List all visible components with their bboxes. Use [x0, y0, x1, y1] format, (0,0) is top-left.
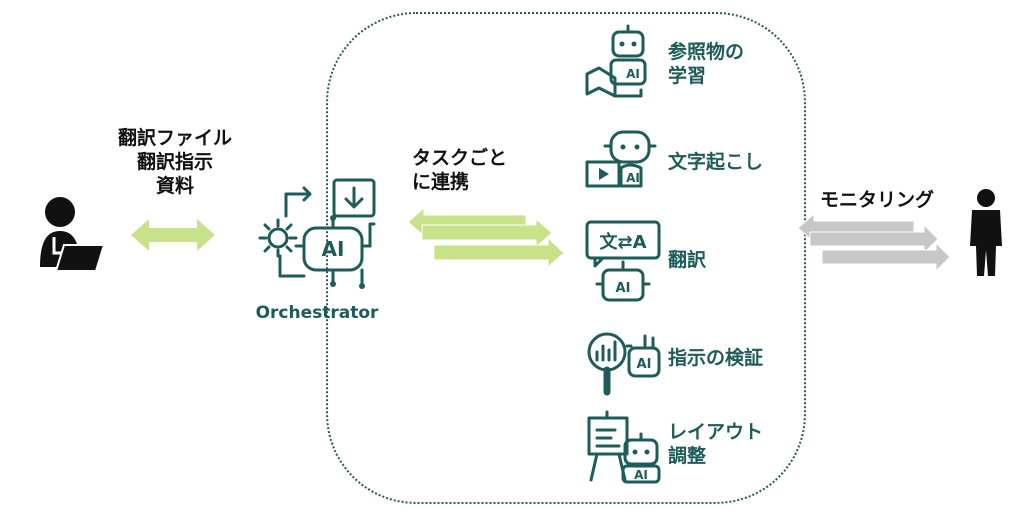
agent-4-ai-badge: AI — [637, 357, 652, 372]
agent-4-label-line-1: 指示の検証 — [668, 347, 764, 369]
agent-5-label: レイアウト 調整 — [668, 420, 763, 468]
input-materials-label: 翻訳ファイル 翻訳指示 資料 — [110, 126, 240, 198]
input-label-line-2: 翻訳指示 — [136, 151, 213, 173]
orchestrator-label: Orchestrator — [255, 303, 379, 323]
magnifier-chart-icon: AI — [587, 332, 661, 396]
input-label-line-1: 翻訳ファイル — [117, 127, 232, 149]
monitoring-arrows-icon — [797, 212, 951, 273]
orchestrator-icon: AI — [258, 178, 376, 289]
agent-4-label: 指示の検証 — [668, 346, 763, 370]
person-icon — [970, 189, 1002, 276]
agent-5-ai-badge: AI — [634, 468, 648, 482]
agent-3-ai-badge: AI — [616, 281, 631, 296]
task-link-line-2: に連携 — [412, 171, 470, 193]
translate-robot-icon: 文⇄A AI — [585, 220, 661, 302]
input-label-line-3: 資料 — [155, 175, 194, 197]
easel-robot-icon: AI — [587, 410, 661, 484]
agent-5-label-line-1: レイアウト — [668, 421, 764, 443]
agent-1-label-line-1: 参照物の — [668, 41, 745, 63]
robot-video-icon: AI — [585, 130, 657, 188]
agent-1-ai-badge: AI — [626, 67, 640, 81]
agent-group-container — [326, 12, 806, 504]
robot-book-icon: AI — [585, 24, 647, 98]
translate-glyph: 文⇄A — [599, 231, 646, 253]
agent-5-label-line-2: 調整 — [668, 445, 707, 467]
agent-2-label: 文字起こし — [668, 150, 763, 174]
bidirectional-arrow-icon — [131, 219, 215, 251]
agent-1-label: 参照物の 学習 — [668, 40, 744, 88]
task-link-label: タスクごと に連携 — [412, 146, 542, 194]
agent-3-label-line-1: 翻訳 — [668, 249, 707, 271]
monitoring-label: モニタリング — [819, 189, 934, 211]
user-laptop-icon — [40, 197, 106, 272]
agent-1-label-line-2: 学習 — [668, 65, 707, 87]
agent-2-label-line-1: 文字起こし — [668, 151, 764, 173]
agent-2-ai-badge: AI — [626, 171, 640, 185]
agent-3-label: 翻訳 — [668, 248, 706, 272]
orchestrator-ai-badge: AI — [322, 237, 345, 261]
task-link-line-1: タスクごと — [412, 147, 508, 169]
task-exchange-arrows-icon — [407, 206, 565, 269]
